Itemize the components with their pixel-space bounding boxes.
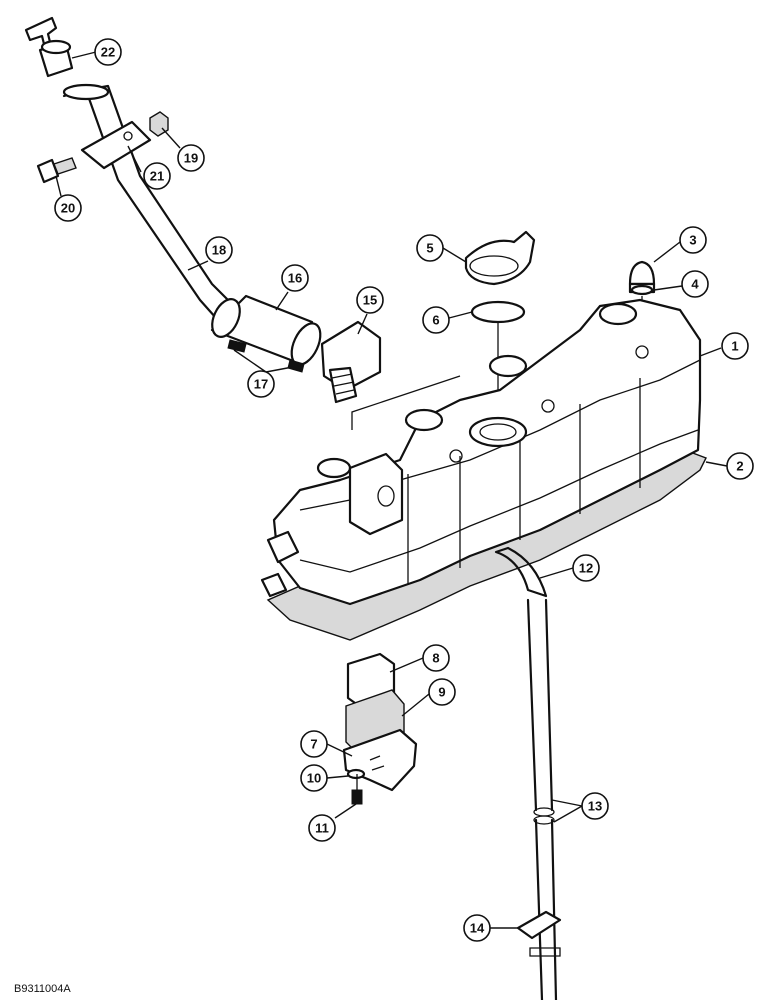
tube-clip-14 [516,910,562,957]
callout-17: 17 [247,370,275,398]
callout-2: 2 [726,452,754,480]
breather-boss [348,452,404,536]
drain-tube-13 [526,598,558,1000]
svg-text:12: 12 [579,561,593,576]
bolt-11 [351,774,363,805]
svg-text:13: 13 [588,799,602,814]
svg-text:5: 5 [426,241,433,256]
cover-bosses [316,302,649,479]
callout-10: 10 [300,764,328,792]
callout-22: 22 [94,38,122,66]
svg-text:4: 4 [691,277,699,292]
svg-text:15: 15 [363,293,377,308]
breather-cap [24,16,74,78]
o-ring [470,300,526,324]
figure-code: B9311004A [14,983,71,995]
callout-3: 3 [679,226,707,254]
svg-text:22: 22 [101,45,115,60]
svg-text:20: 20 [61,201,75,216]
elbow-fitting-15 [320,320,382,404]
hose-clamps-17 [211,298,322,373]
callout-6: 6 [422,306,450,334]
callout-9: 9 [428,678,456,706]
breather-hose-12 [494,546,548,598]
callout-15: 15 [356,286,384,314]
callout-11: 11 [308,814,336,842]
washer [630,284,654,296]
svg-text:21: 21 [150,169,164,184]
callout-20: 20 [54,194,82,222]
callout-14: 14 [463,914,491,942]
callout-1: 1 [721,332,749,360]
callout-5: 5 [416,234,444,262]
svg-text:2: 2 [736,459,743,474]
callout-16: 16 [281,264,309,292]
callout-12: 12 [572,554,600,582]
svg-text:18: 18 [212,243,226,258]
tube-clamp [80,120,152,170]
callout-18: 18 [205,236,233,264]
cover-side-ports [260,530,300,598]
filler-tube [62,83,242,338]
svg-text:19: 19 [184,151,198,166]
bolt-20 [36,157,77,184]
washer-10 [346,768,366,780]
leader-lines [55,51,728,929]
callout-4: 4 [681,270,709,298]
callout-13: 13 [581,792,609,820]
svg-text:11: 11 [315,821,329,836]
filler-neck [468,416,528,448]
svg-text:8: 8 [432,651,439,666]
svg-text:17: 17 [254,377,268,392]
svg-text:14: 14 [470,921,485,936]
svg-text:7: 7 [310,737,317,752]
callout-7: 7 [300,730,328,758]
callout-19: 19 [177,144,205,172]
svg-text:10: 10 [307,771,321,786]
svg-text:16: 16 [288,271,302,286]
callout-8: 8 [422,644,450,672]
svg-text:6: 6 [432,313,439,328]
elbow-connection-line [351,375,461,430]
svg-text:1: 1 [731,339,738,354]
callout-21: 21 [143,162,171,190]
svg-text:9: 9 [438,685,445,700]
oil-filler-cap [464,230,536,286]
svg-text:3: 3 [689,233,696,248]
